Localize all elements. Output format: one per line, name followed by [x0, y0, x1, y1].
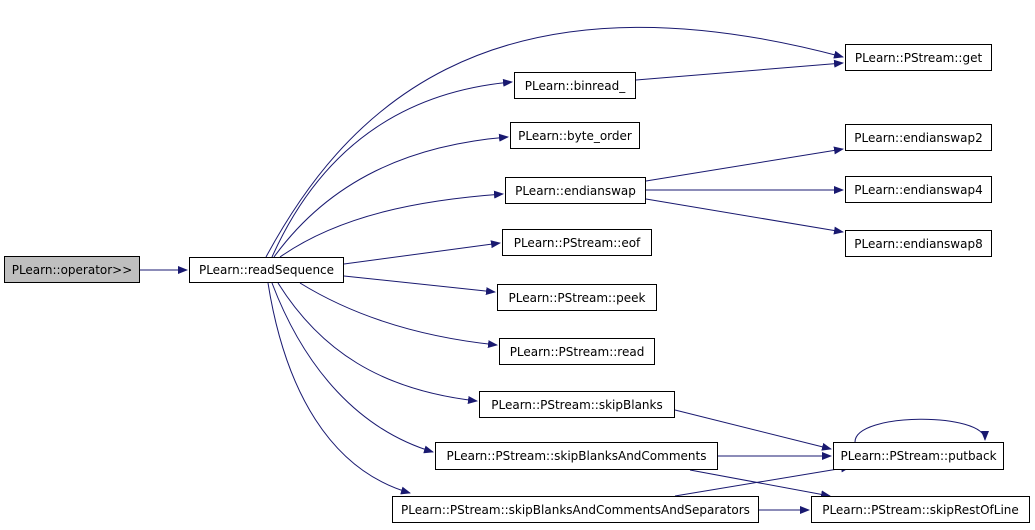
edge-skipBlanksAndCommentsAndSeparators-to-putback [674, 464, 851, 497]
edge-readSequence-to-endianswap [279, 190, 504, 258]
node-pstream-get[interactable]: PLearn::PStream::get [845, 44, 992, 71]
node-pstream-skip-rest-of-line[interactable]: PLearn::PStream::skipRestOfLine [811, 496, 1030, 523]
node-pstream-skip-blanks[interactable]: PLearn::PStream::skipBlanks [479, 391, 675, 418]
edge-endianswap-to-endianswap2 [645, 146, 844, 182]
node-pstream-skip-blanks-and-comments-and-separators[interactable]: PLearn::PStream::skipBlanksAndCommentsAn… [392, 496, 759, 523]
edge-readSequence-to-peek [343, 275, 496, 296]
node-pstream-eof[interactable]: PLearn::PStream::eof [502, 229, 652, 256]
edge-endianswap-to-endianswap8 [645, 198, 844, 235]
edge-skipBlanks-to-putback [674, 409, 832, 451]
node-pstream-putback[interactable]: PLearn::PStream::putback [833, 442, 1004, 470]
node-endianswap8[interactable]: PLearn::endianswap8 [845, 230, 992, 257]
edge-putback-to-putback [854, 418, 989, 443]
node-read-sequence[interactable]: PLearn::readSequence [189, 257, 344, 283]
edge-skipBlanksAndComments-to-skipRestOfLine [689, 469, 831, 499]
node-byte-order[interactable]: PLearn::byte_order [510, 122, 640, 149]
node-endianswap2[interactable]: PLearn::endianswap2 [845, 124, 992, 151]
node-binread[interactable]: PLearn::binread_ [514, 72, 636, 99]
edge-readSequence-to-eof [343, 240, 501, 265]
node-endianswap[interactable]: PLearn::endianswap [505, 177, 646, 204]
edge-readSequence-to-skipBlanksAndComments [271, 282, 434, 454]
edge-binread-to-get [635, 59, 844, 81]
node-pstream-skip-blanks-and-comments[interactable]: PLearn::PStream::skipBlanksAndComments [435, 442, 718, 470]
edge-readSequence-to-binread [271, 78, 513, 258]
edge-readSequence-to-byte_order [273, 133, 509, 258]
edge-readSequence-to-skipBlanksAndCommentsAndSeparators [267, 282, 411, 495]
node-pstream-peek[interactable]: PLearn::PStream::peek [497, 284, 657, 311]
edge-readSequence-to-get [265, 26, 844, 258]
edge-readSequence-to-read [299, 282, 498, 349]
node-pstream-read[interactable]: PLearn::PStream::read [499, 338, 655, 365]
edge-readSequence-to-skipBlanks [277, 282, 478, 404]
node-endianswap4[interactable]: PLearn::endianswap4 [845, 176, 992, 203]
node-operator-shift-right[interactable]: PLearn::operator>> [4, 256, 140, 283]
